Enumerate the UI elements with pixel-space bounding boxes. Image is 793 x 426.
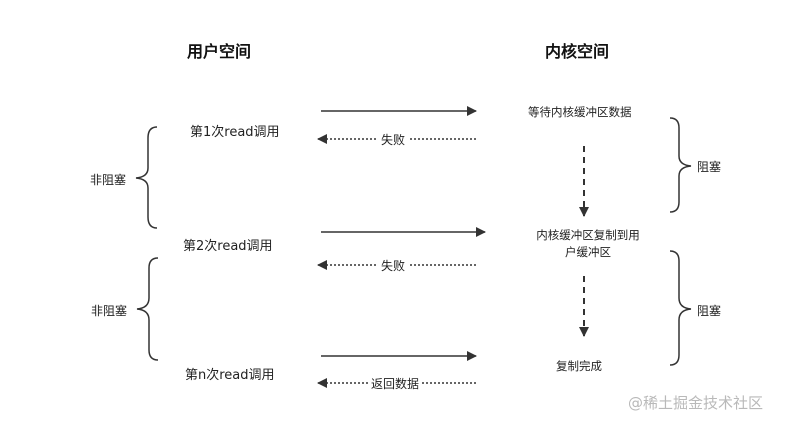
blocking-label-2: 阻塞 bbox=[697, 304, 722, 318]
blocking-label-1: 阻塞 bbox=[697, 160, 722, 174]
read-call-n: 第n次read调用 bbox=[185, 368, 275, 383]
kernel-step-done: 复制完成 bbox=[556, 359, 602, 373]
kernel-step-copy: 内核缓冲区复制到用 户缓冲区 bbox=[528, 227, 648, 261]
left-brace-1 bbox=[135, 126, 158, 229]
kernel-step-copy-line1: 内核缓冲区复制到用 bbox=[536, 228, 640, 242]
kernel-step-wait: 等待内核缓冲区数据 bbox=[528, 105, 632, 119]
right-brace-2 bbox=[669, 250, 692, 366]
watermark-text: @稀土掘金技术社区 bbox=[628, 394, 764, 412]
kernel-step-copy-line2: 户缓冲区 bbox=[565, 245, 611, 259]
kernel-space-heading: 内核空间 bbox=[545, 42, 610, 61]
return-label-success: 返回数据 bbox=[368, 375, 423, 392]
nonblocking-label-2: 非阻塞 bbox=[91, 304, 128, 318]
read-call-2: 第2次read调用 bbox=[183, 239, 273, 254]
return-label-fail-1: 失败 bbox=[378, 131, 409, 148]
left-brace-2 bbox=[136, 257, 159, 361]
read-call-1: 第1次read调用 bbox=[190, 125, 280, 140]
return-label-fail-2: 失败 bbox=[378, 257, 409, 274]
user-space-heading: 用户空间 bbox=[187, 42, 252, 61]
nonblocking-label-1: 非阻塞 bbox=[90, 173, 127, 187]
right-brace-1 bbox=[669, 117, 692, 213]
